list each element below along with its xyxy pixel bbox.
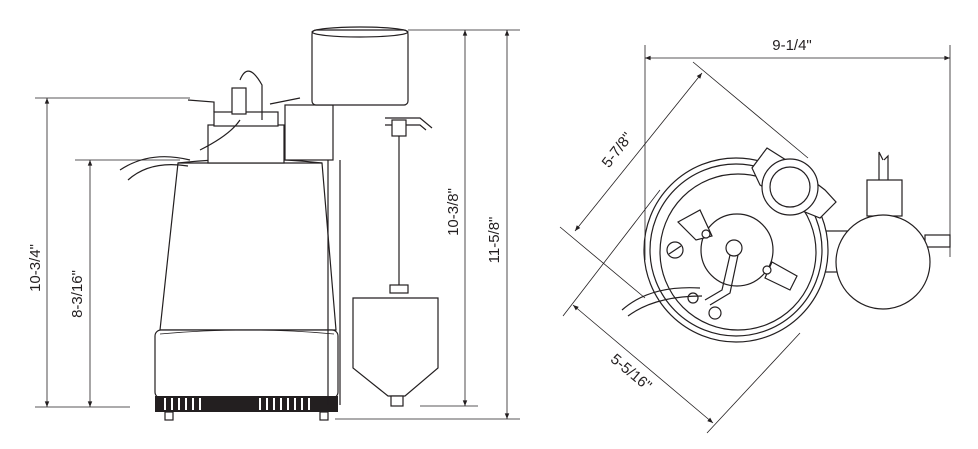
switch-bracket [284, 104, 334, 161]
switch-box-top [866, 179, 903, 217]
dimension-lines-side [35, 29, 520, 420]
pump-body [159, 162, 337, 331]
dimension-lines-top [559, 45, 951, 434]
dim-label-11-5-8: 11-5/8" [486, 217, 503, 264]
intake-grille [155, 396, 338, 412]
power-cord [119, 156, 191, 181]
dim-label-9-1-4: 9-1/4" [772, 37, 812, 54]
motor-cap [207, 124, 285, 164]
switch-housing [311, 29, 409, 106]
pump-base [154, 329, 339, 399]
dim-label-10-3-8: 10-3/8" [445, 188, 462, 236]
dim-label-5-5-16: 5-5/16" [607, 351, 655, 395]
dim-label-8-3-16: 8-3/16" [69, 270, 86, 318]
dim-label-10-3-4: 10-3/4" [27, 244, 44, 292]
side-view: 10-3/4" 8-3/16" 10-3/8" 11-5/8" [27, 26, 520, 421]
float [352, 297, 439, 397]
float-ball [835, 214, 931, 310]
dim-label-5-7-8: 5-7/8" [599, 129, 637, 171]
top-view: 9-1/4" 5-7/8" 5-5/16" [559, 37, 951, 434]
